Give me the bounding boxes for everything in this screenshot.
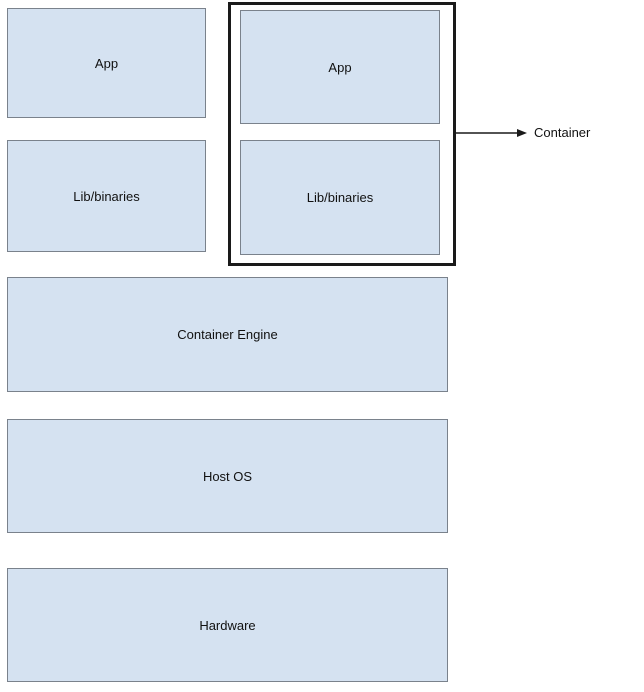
left-app-label: App — [94, 55, 119, 71]
container-callout-arrow-icon — [455, 129, 527, 137]
container-callout-label: Container — [534, 125, 591, 140]
left-lib-binaries-label: Lib/binaries — [73, 188, 140, 204]
container-engine-label: Container Engine — [177, 327, 278, 342]
container-app-box: App — [240, 10, 440, 124]
container-app-label: App — [328, 59, 352, 75]
container-lib-binaries-box: Lib/binaries — [240, 140, 440, 255]
container-lib-binaries-label: Lib/binaries — [306, 190, 374, 205]
left-app-box: App — [7, 8, 206, 118]
host-os-box: Host OS — [7, 419, 448, 533]
container-engine-box: Container Engine — [7, 277, 448, 392]
hardware-box: Hardware — [7, 568, 448, 682]
host-os-label: Host OS — [202, 468, 253, 484]
hardware-label: Hardware — [199, 617, 256, 633]
left-lib-binaries-box: Lib/binaries — [7, 140, 206, 252]
